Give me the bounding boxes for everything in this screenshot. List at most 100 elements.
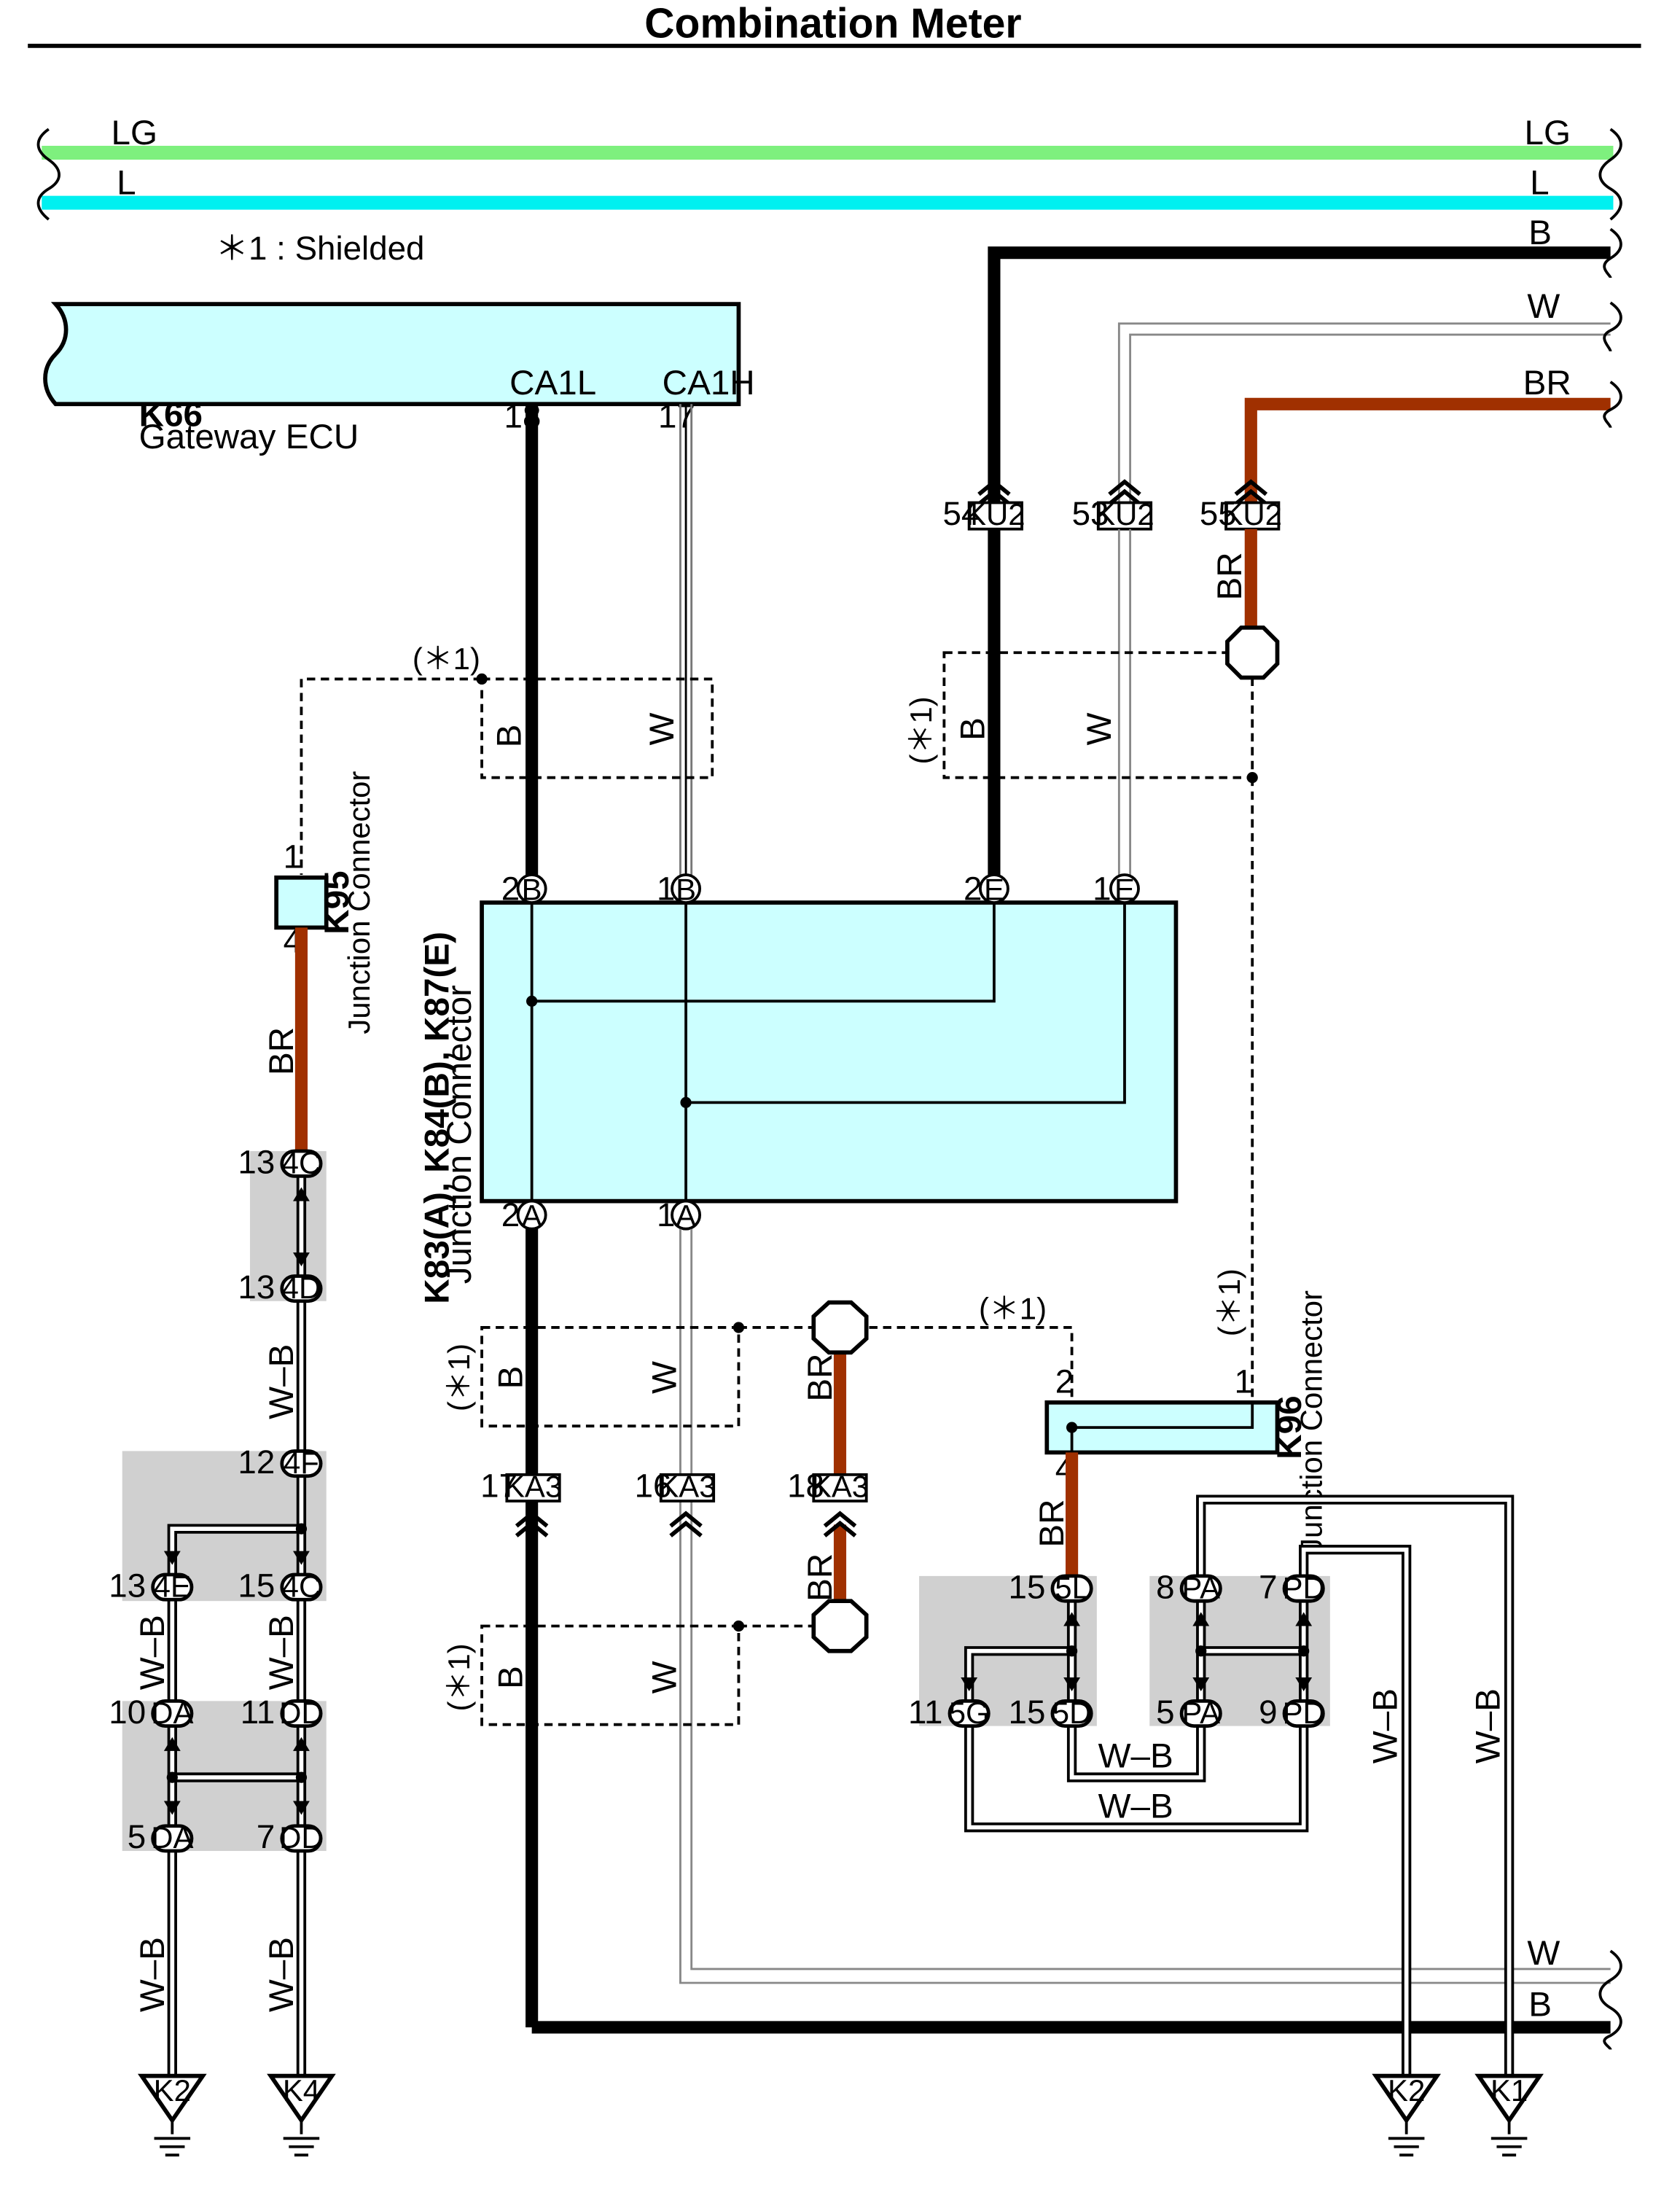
svg-text:PD: PD [1283,1696,1325,1730]
svg-text:4E: 4E [154,1569,191,1603]
junction-pin-b1: B 1 [657,870,702,907]
svg-text:15: 15 [238,1567,275,1604]
shield-ground-symbol [1225,625,1280,680]
arrow-down-icon [293,1551,310,1565]
wire-color-label: W–B [1469,1688,1507,1763]
splice-dot [295,1771,308,1783]
wire-color-label: W–B [1366,1688,1404,1763]
arrow-down-icon [293,1801,310,1815]
svg-text:9: 9 [1259,1693,1277,1731]
shield-tag: (＊1) [1212,1268,1246,1336]
svg-text:KU2: KU2 [1222,497,1281,531]
junction-main-id: K83(A), K84(B), K87(E) [418,932,456,1304]
svg-text:4D: 4D [282,1271,321,1305]
wire-w-ku2-to-e1 [1117,529,1132,875]
wire-b-ku2-54 [988,246,1611,507]
shield-ground-symbol [811,1300,869,1355]
junction-pin-e2: E 2 [964,870,1009,907]
gateway-ecu-pin-signal: CA1H [663,364,755,402]
svg-text:7: 7 [257,1818,275,1855]
splice-dot [1066,1422,1078,1433]
svg-text:B: B [522,872,542,906]
svg-text:E: E [984,872,1004,906]
svg-text:2: 2 [501,870,520,907]
connector-ka3-16: KA3 16 [635,1467,716,1535]
wire-color-label: W–B [133,1937,172,2012]
svg-text:KA3: KA3 [811,1469,869,1503]
svg-text:4C: 4C [282,1569,321,1603]
svg-text:15: 15 [1009,1568,1046,1605]
svg-text:B: B [676,872,696,906]
ground-k2-icon: K2 [137,2073,207,2157]
svg-text:54: 54 [942,495,980,532]
svg-text:L: L [117,164,136,203]
svg-text:16: 16 [635,1467,672,1504]
svg-text:PA: PA [1181,1696,1220,1730]
shield-box-right [942,651,1254,779]
wire-color-label: B [491,1666,530,1689]
junction-pin-a1: A 1 [657,1196,702,1233]
k95-name: Junction Connector [342,771,376,1034]
gateway-ecu-name: Gateway ECU [139,418,359,456]
svg-text:2: 2 [501,1196,520,1233]
wire-wb-5d-pa-core [1069,1726,1203,1779]
gateway-ecu-pin-signal: CA1L [509,364,596,402]
wire-color-label: W [643,712,681,745]
break-marks-left [36,128,60,221]
gateway-ecu-box [43,302,741,407]
shield-tag: (＊1) [413,642,480,676]
svg-text:5: 5 [1156,1693,1174,1731]
shield-box-top [480,677,714,779]
ground-k2-icon: K2 [1372,2073,1441,2157]
wire-color-label: W–B [262,1937,301,2012]
splice-dot [166,1771,178,1783]
svg-text:18: 18 [787,1467,824,1504]
break-marks-right-bottom [1598,1949,1622,2051]
connector-ku2-53: KU2 53 [1072,482,1154,532]
break-marks-right-top [1603,227,1622,429]
svg-text:2: 2 [964,870,982,907]
junction-pin-a2: A 2 [501,1196,547,1233]
connector-dd-lower: DD7 [257,1818,324,1855]
k96-id: K96 [1270,1395,1309,1459]
svg-text:PD: PD [1283,1570,1325,1605]
wire-color-label: W–B [133,1615,172,1690]
connector-ku2-54: KU2 54 [942,482,1025,532]
svg-text:5G: 5G [949,1696,990,1730]
svg-text:PA: PA [1181,1570,1220,1605]
svg-text:11: 11 [908,1693,942,1731]
wire-color-label: BR [1211,552,1249,600]
shield-box-ka3-upper [480,1326,741,1428]
wire-color-label: B [1528,1986,1552,2024]
wire-color-label: W [1527,1934,1560,1973]
svg-text:DA: DA [151,1820,193,1855]
arrow-down-icon [1295,1677,1313,1691]
svg-text:13: 13 [238,1144,275,1181]
svg-text:4C: 4C [282,1146,321,1180]
shield-tag: (＊1) [979,1292,1047,1326]
wire-color-label: B [491,1366,530,1389]
k95-id: K95 [318,870,356,934]
arrow-down-icon [163,1551,181,1565]
wire-color-label: B [954,717,993,741]
svg-text:KU2: KU2 [1095,497,1154,531]
wire-color-label: W [1080,712,1119,745]
splice-dot [295,1523,308,1535]
connector-da-lower: DA5 [128,1818,194,1855]
shield-drain-k95 [300,677,482,875]
wire-wb-pa-k1-core [1198,1497,1512,2076]
svg-text:4F: 4F [284,1446,319,1480]
junction-connector-main [480,900,1179,1204]
connector-ka3-18: KA3 18 [787,1467,869,1535]
splice-dot [1195,1645,1207,1657]
svg-text:5L: 5L [1055,1570,1089,1605]
svg-text:E: E [1114,872,1135,906]
